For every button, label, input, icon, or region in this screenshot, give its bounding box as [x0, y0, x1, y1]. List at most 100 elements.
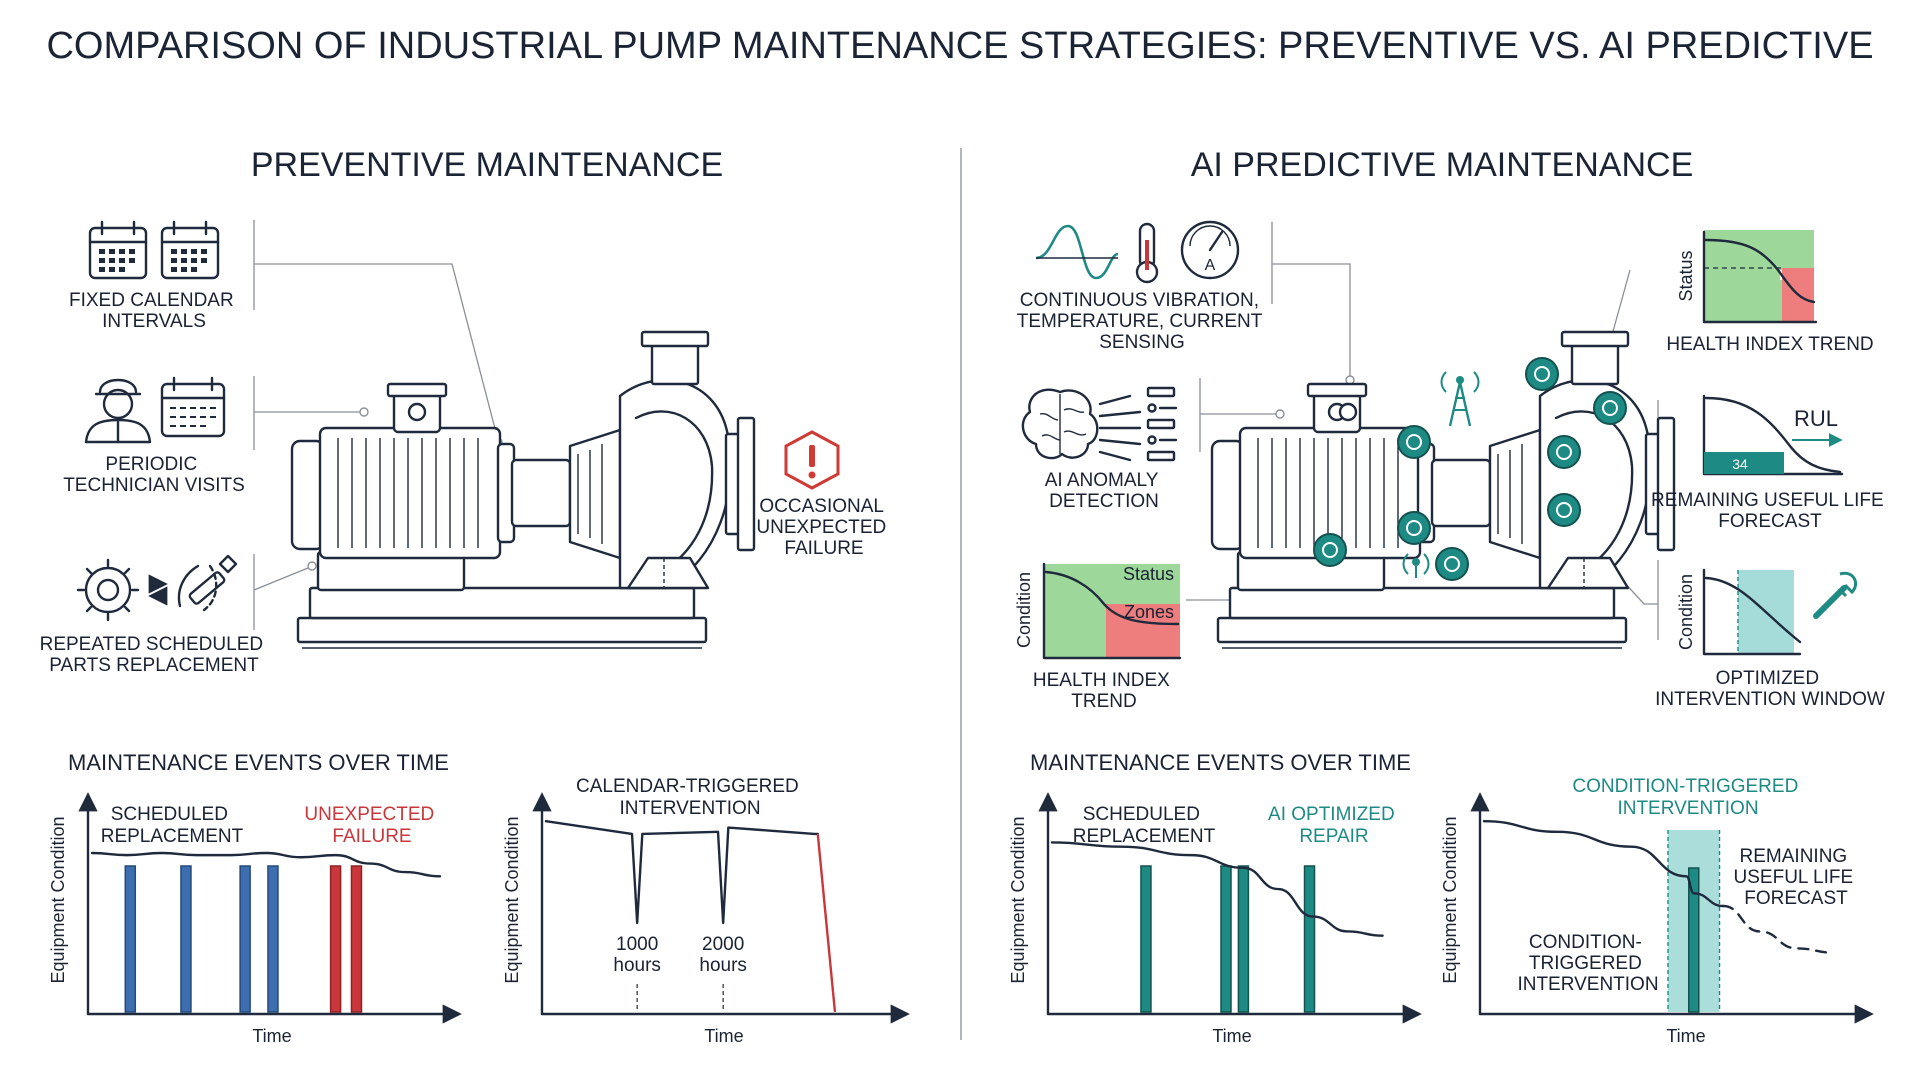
condition-line: [1482, 820, 1725, 908]
x-axis-label: Time: [1666, 1026, 1705, 1046]
trigger-annotation: CONDITION- TRIGGERED INTERVENTION: [1517, 932, 1658, 995]
centrifugal-pump-left: [290, 330, 756, 650]
failure-label: OCCASIONAL UNEXPECTED FAILURE: [756, 496, 891, 559]
rul-mini-chart: 34 RUL: [1702, 394, 1844, 476]
data-stream-icon: [1098, 386, 1178, 462]
unexpected-failure-bar: [350, 865, 363, 1013]
wrench-icon: [177, 554, 238, 612]
y-axis-label: Condition: [1014, 572, 1034, 648]
condition-line: [1050, 841, 1384, 937]
wireless-signal-icon: [1402, 553, 1430, 578]
legend-failure: UNEXPECTED FAILURE: [304, 804, 439, 847]
right-chart2: Equipment Condition Time CONDITION-TRIGG…: [1440, 776, 1874, 1046]
health-left-caption: HEALTH INDEX TREND: [1033, 670, 1175, 712]
y-axis-label: Condition: [1676, 574, 1696, 650]
health-index-mini-chart-top: Status: [1676, 230, 1818, 324]
failure-drop-line: [816, 833, 837, 1013]
sensor-badge-icon: [1435, 547, 1469, 581]
condition-triggered-bar: [1688, 867, 1700, 1013]
svg-text:A: A: [1205, 257, 1216, 274]
y-axis-label: Equipment Condition: [502, 816, 522, 983]
unexpected-failure-bar: [329, 865, 342, 1013]
antenna-tower-icon: [1440, 371, 1480, 427]
intervention-window-mini-chart: Condition: [1676, 568, 1857, 656]
sensor-badge-glyph: [1556, 444, 1572, 460]
y-axis-label: Equipment Condition: [1440, 816, 1460, 983]
x-axis-label: Time: [252, 1026, 291, 1046]
scheduled-replacement-bar: [124, 865, 137, 1013]
warning-icon: [784, 430, 840, 490]
ai-optimized-repair-bar: [1220, 865, 1232, 1013]
health-index-mini-chart-left: Condition Status Zones: [1014, 562, 1182, 660]
y-axis-label: Equipment Condition: [48, 816, 68, 983]
health-top-caption: HEALTH INDEX TREND: [1666, 334, 1873, 355]
rul-label: RUL: [1794, 406, 1838, 431]
sensor-badge-icon: [1397, 425, 1431, 459]
chart-title: CONDITION-TRIGGERED INTERVENTION: [1572, 776, 1803, 819]
left-events-title: MAINTENANCE EVENTS OVER TIME: [68, 750, 449, 775]
swap-arrows-icon: [148, 574, 168, 606]
window-caption: OPTIMIZED INTERVENTION WINDOW: [1655, 668, 1885, 710]
sensor-badge-icon: [1547, 493, 1581, 527]
sensor-badge-icon: [1525, 357, 1559, 391]
parts-label: REPEATED SCHEDULED PARTS REPLACEMENT: [40, 634, 269, 676]
interval-marker-label: hours: [613, 955, 661, 976]
y-axis-label: Equipment Condition: [1008, 816, 1028, 983]
forecast-line: [1722, 904, 1835, 954]
right-events-title: MAINTENANCE EVENTS OVER TIME: [1030, 750, 1411, 775]
ammeter-gauge-icon: A: [1180, 220, 1240, 280]
condition-line: [544, 820, 819, 925]
scheduled-replacement-bar: [239, 865, 251, 1013]
zone-status-label: Status: [1123, 564, 1174, 584]
legend-scheduled: SCHEDULED REPLACEMENT: [101, 804, 244, 847]
sensor-badge-glyph: [1444, 556, 1460, 572]
dial-icon: [1338, 402, 1358, 422]
sensor-badge-icon: [1397, 511, 1431, 545]
interval-marker-label: hours: [699, 955, 747, 976]
technician-icon: [84, 378, 152, 444]
sensor-badge-icon: [1593, 391, 1627, 425]
interval-marker-label: 1000: [616, 934, 658, 955]
sensing-label: CONTINUOUS VIBRATION, TEMPERATURE, CURRE…: [1017, 290, 1268, 353]
interval-marker-label: 2000: [702, 934, 744, 955]
fixed-calendar-label: FIXED CALENDAR INTERVALS: [69, 290, 239, 332]
gear-icon: [76, 558, 140, 622]
vibration-wave-icon: [1035, 224, 1119, 280]
sensor-badge-glyph: [1534, 366, 1550, 382]
forecast-annotation: REMAINING USEFUL LIFE FORECAST: [1734, 846, 1859, 909]
sensor-badge-icon: [1547, 435, 1581, 469]
x-axis-label: Time: [1212, 1026, 1251, 1046]
scheduled-replacement-bar: [180, 865, 192, 1013]
thermometer-icon: [1135, 222, 1159, 284]
scheduled-replacement-bar: [267, 865, 279, 1013]
anomaly-label: AI ANOMALY DETECTION: [1045, 470, 1164, 512]
y-axis-label: Status: [1676, 250, 1696, 301]
legend-ai: AI OPTIMIZED REPAIR: [1268, 804, 1400, 847]
sensor-badge-glyph: [1556, 502, 1572, 518]
preventive-heading: PREVENTIVE MAINTENANCE: [251, 146, 723, 184]
sensor-badge-glyph: [1406, 434, 1422, 450]
zone-zones-label: Zones: [1124, 602, 1174, 622]
left-chart2: Equipment Condition Time CALENDAR-TRIGGE…: [502, 776, 910, 1046]
ai-optimized-repair-bar: [1237, 865, 1250, 1013]
rul-value: 34: [1732, 456, 1748, 472]
calendar-icon: [88, 220, 148, 280]
rul-caption: REMAINING USEFUL LIFE FORECAST: [1651, 490, 1889, 532]
right-chart1: Equipment Condition Time SCHEDULED REPLA…: [1008, 792, 1422, 1046]
scheduled-replacement-bar: [1140, 865, 1152, 1013]
sensor-badge-icon: [1313, 533, 1347, 567]
ai-optimized-repair-bar: [1303, 865, 1316, 1013]
predictive-heading: AI PREDICTIVE MAINTENANCE: [1191, 146, 1694, 184]
sensor-badge-glyph: [1602, 400, 1618, 416]
brain-ai-icon: [1021, 388, 1099, 460]
left-chart1: Equipment Condition Time SCHEDULED REPLA…: [48, 792, 462, 1046]
chart-title: CALENDAR-TRIGGERED INTERVENTION: [576, 776, 804, 819]
condition-line: [90, 851, 442, 878]
main-title: COMPARISON OF INDUSTRIAL PUMP MAINTENANC…: [46, 25, 1873, 67]
x-axis-label: Time: [704, 1026, 743, 1046]
legend-scheduled: SCHEDULED REPLACEMENT: [1073, 804, 1216, 847]
sensor-badges: [1313, 357, 1627, 581]
sensor-badge-glyph: [1406, 520, 1422, 536]
